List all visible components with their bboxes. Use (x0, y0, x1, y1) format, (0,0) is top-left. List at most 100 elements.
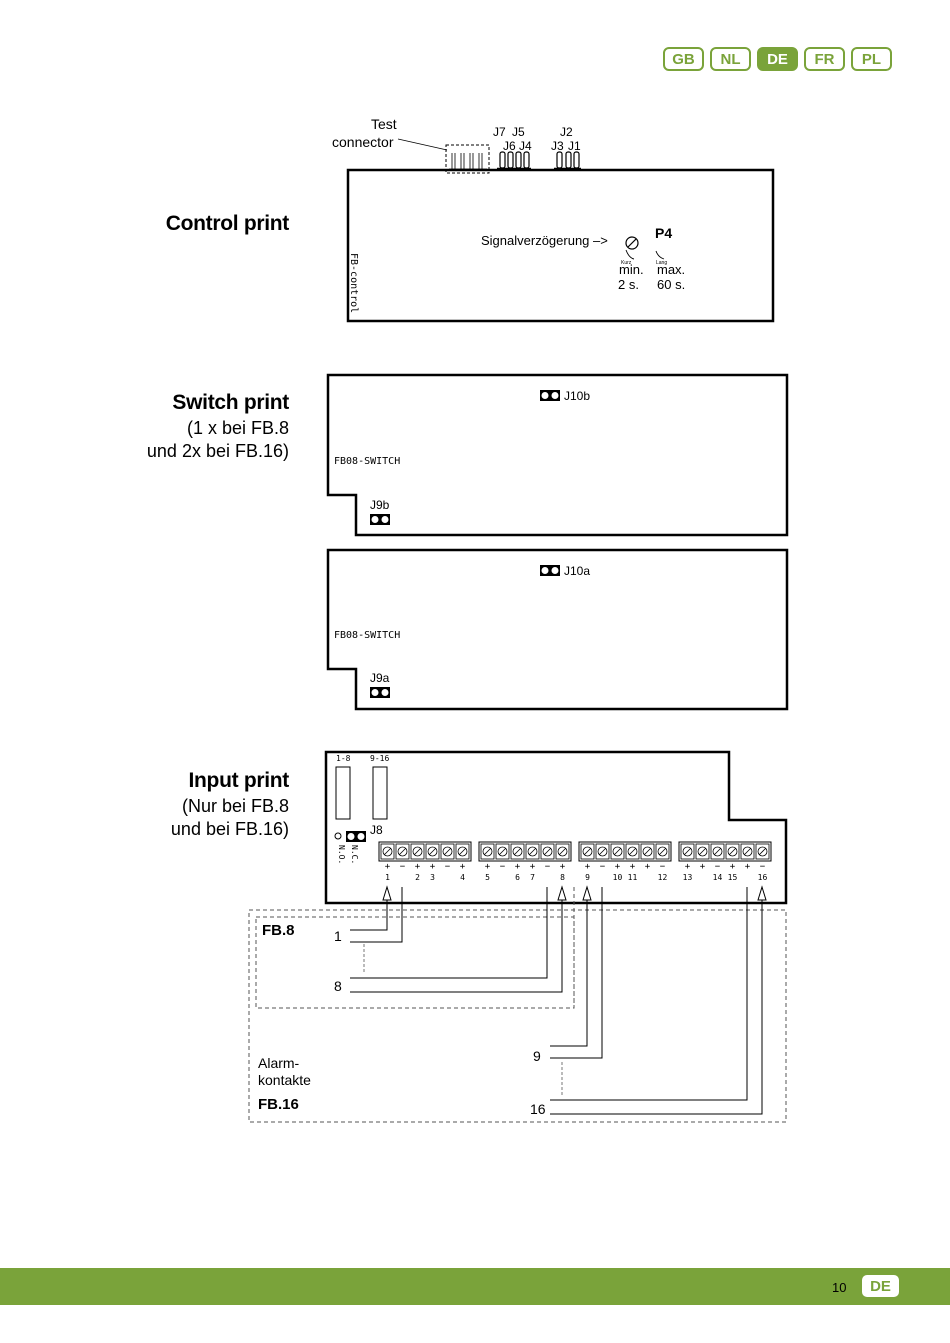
terminal-sign: − (545, 862, 551, 872)
p4-label: P4 (655, 225, 672, 241)
terminal-sign: + (560, 862, 566, 872)
wire-8-plus (350, 887, 548, 979)
wire-8-minus (350, 892, 563, 993)
fb16-dashed-frame (248, 909, 787, 1123)
screw-slot (484, 848, 491, 855)
j4-label: J4 (519, 139, 532, 153)
screw-slot (599, 848, 606, 855)
lang-de-button[interactable]: DE (757, 47, 798, 71)
j9a-label: J9a (370, 671, 390, 685)
screw-icon (457, 846, 468, 857)
j3-label: J3 (551, 139, 564, 153)
control-print-title: Control print (165, 212, 290, 235)
test-connector-pins (449, 153, 487, 170)
terminal-number: 13 (683, 873, 693, 882)
j7-label: J7 (493, 125, 506, 139)
terminal-number: 10 (613, 873, 623, 882)
j5-label: J5 (512, 125, 525, 139)
screw-slot (684, 848, 691, 855)
wire-1-minus (350, 887, 403, 943)
screw-icon (382, 846, 393, 857)
wire-16-minus (550, 892, 763, 1115)
screw-icon (742, 846, 753, 857)
screw-slot (584, 848, 591, 855)
switch-print-subtitle-1: (1 x bei FB.8 (186, 418, 289, 438)
j2-label: J2 (560, 125, 573, 139)
max-value: 60 s. (657, 277, 685, 292)
terminal-sign: + (460, 862, 466, 872)
screw-icon (757, 846, 768, 857)
terminal-number: 2 (415, 873, 420, 882)
input-board-outline (324, 750, 788, 905)
terminal-sign: − (760, 862, 766, 872)
alarm-wiring (248, 885, 787, 1123)
control-print-diagram: Test connector J7 J5 J6 J4 J2 J3 J1 FB-c… (332, 116, 775, 323)
signal-delay-label: Signalverzögerung –> (481, 233, 608, 248)
footer-lang-badge: DE (860, 1273, 901, 1299)
wire-16-plus (550, 887, 748, 1101)
screw-icon (682, 846, 693, 857)
screw-icon (557, 846, 568, 857)
wire-label-16: 16 (530, 1101, 546, 1117)
screw-slot (614, 848, 621, 855)
screw-slot (384, 848, 391, 855)
switch-b-board-label: FB08-SWITCH (334, 456, 400, 467)
lang-pl-button[interactable]: PL (851, 47, 892, 71)
connector-9-16 (372, 766, 388, 820)
terminal-sign: + (615, 862, 621, 872)
screw-slot (629, 848, 636, 855)
screw-slot (699, 848, 706, 855)
screw-icon (482, 846, 493, 857)
wire-label-9: 9 (533, 1048, 541, 1064)
terminal-sign: + (515, 862, 521, 872)
screw-slot (714, 848, 721, 855)
j10a-jumper-icon (540, 565, 560, 576)
lang-nl-button[interactable]: NL (710, 47, 751, 71)
switch-print-subtitle-2: und 2x bei FB.16) (146, 441, 289, 461)
screw-icon (657, 846, 668, 857)
screw-slot (544, 848, 551, 855)
test-connector-leader (397, 138, 448, 151)
terminal-number: 16 (758, 873, 768, 882)
input-print-diagram: 1-8 9-16 J8 N.O. N.C. +−++−++−++−++−+++−… (324, 750, 788, 905)
terminal-sign: + (430, 862, 436, 872)
switch-print-b-diagram: J10b FB08-SWITCH J9b (326, 373, 789, 537)
screw-icon (712, 846, 723, 857)
screw-icon (612, 846, 623, 857)
screw-icon (442, 846, 453, 857)
wire-label-8: 8 (334, 978, 342, 994)
screw-slot (514, 848, 521, 855)
j8-jumper-icon (346, 831, 366, 842)
screw-slot (759, 848, 766, 855)
screw-slot (744, 848, 751, 855)
screw-icon (727, 846, 738, 857)
screw-icon (497, 846, 508, 857)
terminal-number: 11 (628, 873, 638, 882)
j10a-label: J10a (564, 564, 590, 578)
screw-slot (729, 848, 736, 855)
wire-9-minus (550, 887, 603, 1059)
terminal-number: 5 (485, 873, 490, 882)
min-value: 2 s. (618, 277, 639, 292)
j9b-label: J9b (370, 498, 390, 512)
test-connector-box (445, 144, 490, 174)
wire-9-plus (550, 892, 588, 1047)
terminal-number: 12 (658, 873, 668, 882)
terminal-number: 7 (530, 873, 535, 882)
j8-label: J8 (370, 823, 383, 837)
fb16-label: FB.16 (258, 1096, 299, 1113)
min-label: min. (619, 262, 644, 277)
screw-slot (499, 848, 506, 855)
j10b-label: J10b (564, 389, 590, 403)
screw-slot (529, 848, 536, 855)
terminal-sign: + (645, 862, 651, 872)
terminal-number: 4 (460, 873, 465, 882)
terminal-block-group (578, 841, 672, 862)
lang-fr-button[interactable]: FR (804, 47, 845, 71)
terminal-sign: + (485, 862, 491, 872)
screw-slot (429, 848, 436, 855)
screw-icon (397, 846, 408, 857)
lang-gb-button[interactable]: GB (663, 47, 704, 71)
